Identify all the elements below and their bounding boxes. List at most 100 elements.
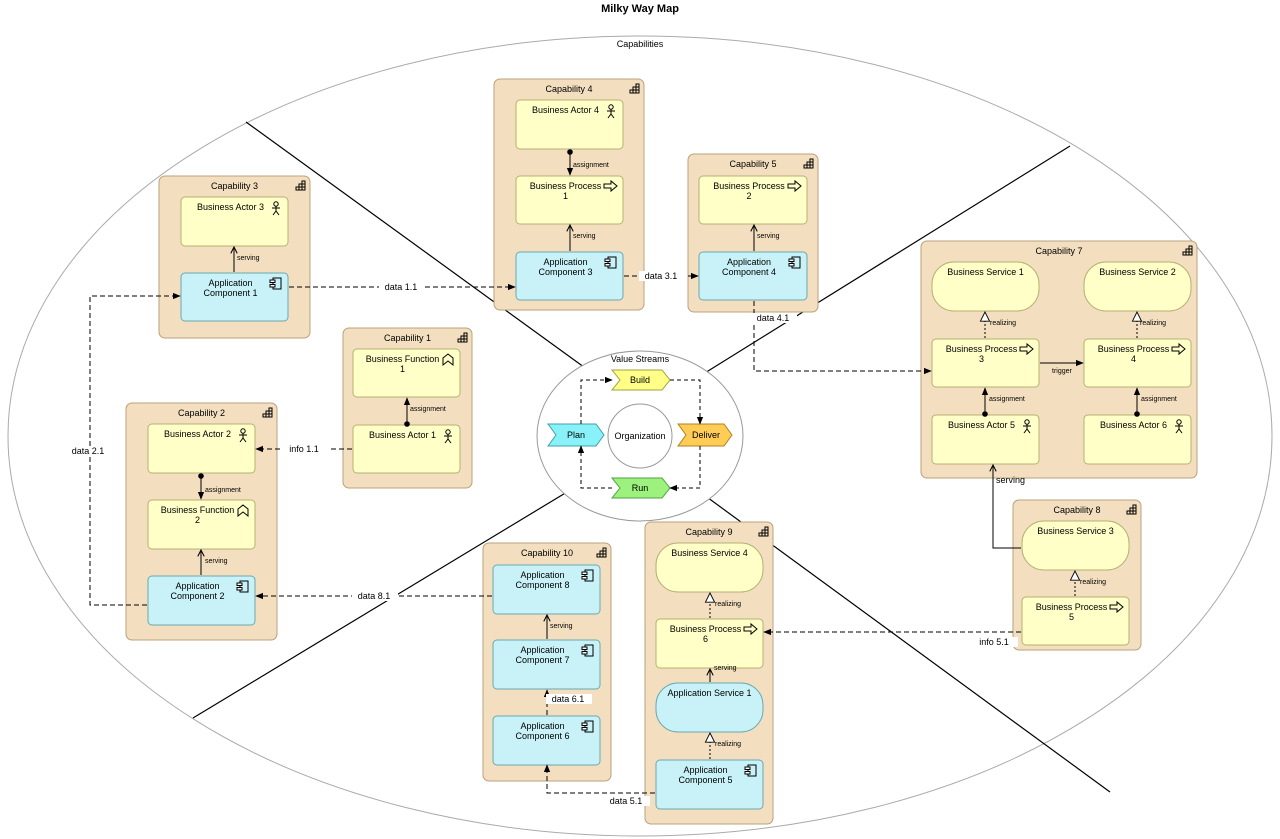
assignment-relation[interactable]: assignment xyxy=(1133,387,1177,417)
realizing-relation[interactable]: realizing xyxy=(1075,571,1106,596)
flow-label: data 5.1 xyxy=(610,796,643,806)
component-icon xyxy=(788,256,801,269)
element-label: Business Service 3 xyxy=(1037,526,1114,536)
flow-relation[interactable]: data 1.1 xyxy=(289,282,516,292)
business-actor-ba5[interactable]: Business Actor 5 xyxy=(931,414,1040,465)
business-service-bs4[interactable]: Business Service 4 xyxy=(655,542,764,593)
capability-title: Capability 8 xyxy=(1053,505,1100,515)
element-label: Business Actor 5 xyxy=(948,420,1015,430)
flow-relation[interactable]: data 3.1 xyxy=(624,271,699,281)
flow-label-bg xyxy=(282,444,328,454)
flow-relation[interactable]: data 2.1 xyxy=(66,292,181,606)
business-actor-ba1[interactable]: Business Actor 1 xyxy=(352,424,461,474)
element-label: Business Service 2 xyxy=(1099,267,1176,277)
flow-relation[interactable]: data 4.1 xyxy=(751,301,932,375)
realizing-relation[interactable]: realizing xyxy=(710,593,741,618)
flow-relation[interactable]: data 6.1 xyxy=(543,689,592,715)
serving-relation[interactable]: serving xyxy=(993,465,1025,549)
element-label: Application xyxy=(208,278,252,288)
process-icon xyxy=(787,179,802,193)
flow-label-bg xyxy=(546,694,592,704)
realizing-relation[interactable]: realizing xyxy=(985,312,1016,338)
value-stream-flow-lines xyxy=(577,376,704,492)
element-label: Component 5 xyxy=(678,775,732,785)
business-service-bs1[interactable]: Business Service 1 xyxy=(931,261,1040,312)
element-label: Application xyxy=(520,570,564,580)
business-actor-ba6[interactable]: Business Actor 6 xyxy=(1083,414,1192,465)
flow-label: data 6.1 xyxy=(552,694,585,704)
element-label: Business Function xyxy=(366,354,440,364)
value-stream-plan[interactable]: Plan xyxy=(547,423,605,447)
realizing-relation[interactable]: realizing xyxy=(1137,312,1166,338)
element-label: Business Actor 1 xyxy=(369,430,436,440)
capability-title: Capability 10 xyxy=(521,548,573,558)
assignment-relation[interactable]: assignment xyxy=(981,387,1025,417)
capability-title: Capability 9 xyxy=(685,527,732,537)
serving-relation[interactable]: serving xyxy=(754,225,780,251)
diagram-title: Milky Way Map xyxy=(601,3,679,15)
business-actor-ba2[interactable]: Business Actor 2 xyxy=(147,423,256,474)
relation-label: serving xyxy=(205,558,228,565)
serving-relation[interactable]: serving xyxy=(234,247,260,272)
actor-icon xyxy=(444,429,452,444)
capability-icon xyxy=(295,180,306,191)
assignment-relation[interactable]: assignment xyxy=(197,473,241,500)
flow-label-bg xyxy=(972,637,1018,647)
realizing-relation[interactable]: realizing xyxy=(710,733,741,759)
serving-relation[interactable]: serving xyxy=(201,550,228,575)
flow-relation[interactable]: data 8.1 xyxy=(255,591,492,601)
business-actor-ba3[interactable]: Business Actor 3 xyxy=(180,196,289,247)
capability-title: Capability 3 xyxy=(211,181,258,191)
flow-label-bg xyxy=(66,446,112,456)
value-stream-build[interactable]: Build xyxy=(610,369,671,391)
element-label: Application xyxy=(727,257,771,267)
serving-relation[interactable]: serving xyxy=(570,225,596,251)
serving-relation[interactable]: serving xyxy=(710,665,737,682)
flow-label: info 1.1 xyxy=(289,444,319,454)
flow-relation[interactable]: data 5.1 xyxy=(543,764,655,806)
assignment-relation[interactable]: assignment xyxy=(403,397,446,427)
value-stream-run[interactable]: Run xyxy=(610,477,671,499)
value-stream-deliver[interactable]: Deliver xyxy=(677,423,733,447)
element-label: Business Process xyxy=(530,181,602,191)
trigger-relation[interactable]: trigger xyxy=(1040,359,1084,375)
capabilities-label: Capabilities xyxy=(617,39,664,49)
run-label: Run xyxy=(632,483,649,493)
relation-label: serving xyxy=(573,233,596,240)
relation-label: assignment xyxy=(573,162,609,169)
element-label: Component 8 xyxy=(515,580,569,590)
element-label: Business Actor 3 xyxy=(197,202,264,212)
application-service-as1[interactable]: Application Service 1 xyxy=(655,682,764,733)
flow-label: data 1.1 xyxy=(385,282,418,292)
element-label: 1 xyxy=(400,364,405,374)
serving-relation[interactable]: serving xyxy=(547,615,573,639)
relation-label: assignment xyxy=(205,487,241,494)
business-actor-ba4[interactable]: Business Actor 4 xyxy=(515,99,624,150)
value-streams-label: Value Streams xyxy=(611,354,670,364)
flow-relation[interactable]: info 1.1 xyxy=(255,444,352,454)
business-service-bs3[interactable]: Business Service 3 xyxy=(1021,520,1130,571)
assignment-relation[interactable]: assignment xyxy=(566,149,609,176)
component-icon xyxy=(604,256,617,269)
flow-relation[interactable]: info 5.1 xyxy=(763,628,1021,647)
business-service-bs2[interactable]: Business Service 2 xyxy=(1083,261,1192,312)
component-icon xyxy=(744,764,757,777)
element-label: Application xyxy=(175,581,219,591)
